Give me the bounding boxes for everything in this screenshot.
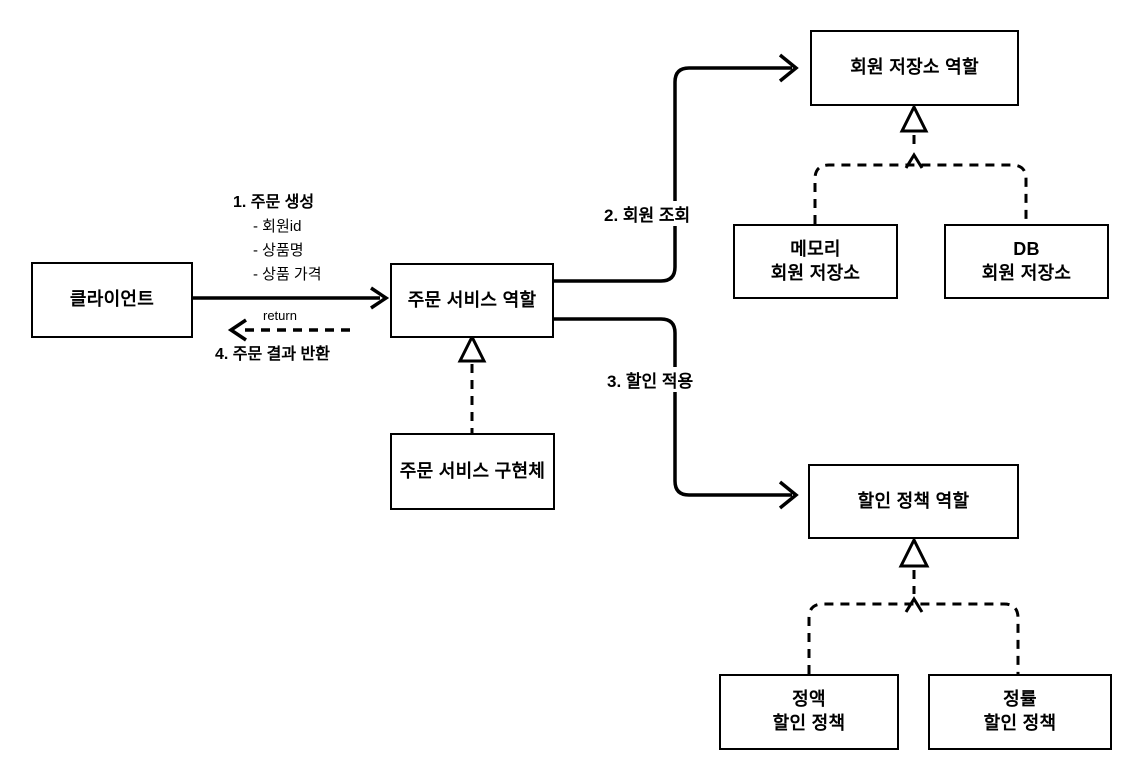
- label-step1-item-member-id: - 회원id: [253, 218, 302, 235]
- box-member-repo-role: 회원 저장소 역할: [810, 30, 1019, 106]
- fork-chevron-discount-icon: [904, 596, 924, 613]
- box-memory-member-repo-line1: 메모리: [790, 238, 841, 259]
- arrow-member-lookup-shaft: [554, 66, 792, 283]
- box-client: 클라이언트: [31, 262, 193, 338]
- box-order-service-impl-label: 주문 서비스 구현체: [399, 460, 546, 481]
- box-discount-policy-role-label: 할인 정책 역할: [857, 490, 970, 511]
- box-rate-discount-policy-line1: 정률: [1003, 689, 1037, 710]
- realization-fork-member-repos: [813, 163, 1028, 224]
- box-rate-discount-policy-line2: 할인 정책: [983, 713, 1057, 733]
- box-order-service-impl: 주문 서비스 구현체: [390, 433, 555, 510]
- arrow-return-head-icon: [227, 318, 247, 342]
- box-fixed-discount-policy: 정액 할인 정책: [719, 674, 899, 750]
- label-step1-title: 1. 주문 생성: [233, 194, 315, 211]
- box-rate-discount-policy: 정률 할인 정책: [928, 674, 1112, 750]
- box-client-label: 클라이언트: [69, 289, 155, 310]
- box-db-member-repo-line1: DB: [1013, 238, 1040, 259]
- box-memory-member-repo: 메모리 회원 저장소: [733, 224, 898, 299]
- generalization-triangle-order-icon: [457, 333, 487, 363]
- generalization-triangle-discount-icon: [898, 536, 930, 568]
- arrow-create-order-head-icon: [370, 286, 390, 310]
- box-fixed-discount-policy-line2: 할인 정책: [772, 713, 846, 733]
- arrow-discount-apply-shaft: [554, 317, 792, 497]
- label-step4: 4. 주문 결과 반환: [215, 346, 330, 363]
- label-step1-item-product-name: - 상품명: [253, 242, 304, 259]
- box-member-repo-role-label: 회원 저장소 역할: [850, 57, 979, 78]
- label-step1-items: - 회원id - 상품명 - 상품 가격: [253, 215, 322, 287]
- generalization-triangle-member-icon: [899, 103, 929, 133]
- fork-chevron-member-icon: [904, 152, 924, 169]
- box-db-member-repo: DB 회원 저장소: [944, 224, 1109, 299]
- box-db-member-repo-line2: 회원 저장소: [981, 262, 1072, 283]
- box-fixed-discount-policy-line1: 정액: [792, 689, 826, 710]
- label-step1-item-product-price: - 상품 가격: [253, 266, 322, 283]
- realization-fork-discount-policies: [807, 602, 1020, 674]
- arrow-member-lookup-head-icon: [778, 53, 799, 83]
- label-step3: 3. 할인 적용: [603, 367, 698, 392]
- box-discount-policy-role: 할인 정책 역할: [808, 464, 1019, 539]
- label-step2: 2. 회원 조회: [600, 201, 695, 226]
- label-return: return: [263, 308, 297, 323]
- box-order-service-role-label: 주문 서비스 역할: [407, 289, 537, 310]
- arrow-discount-apply-head-icon: [778, 480, 799, 510]
- box-order-service-role: 주문 서비스 역할: [390, 263, 554, 338]
- box-memory-member-repo-line2: 회원 저장소: [770, 262, 861, 283]
